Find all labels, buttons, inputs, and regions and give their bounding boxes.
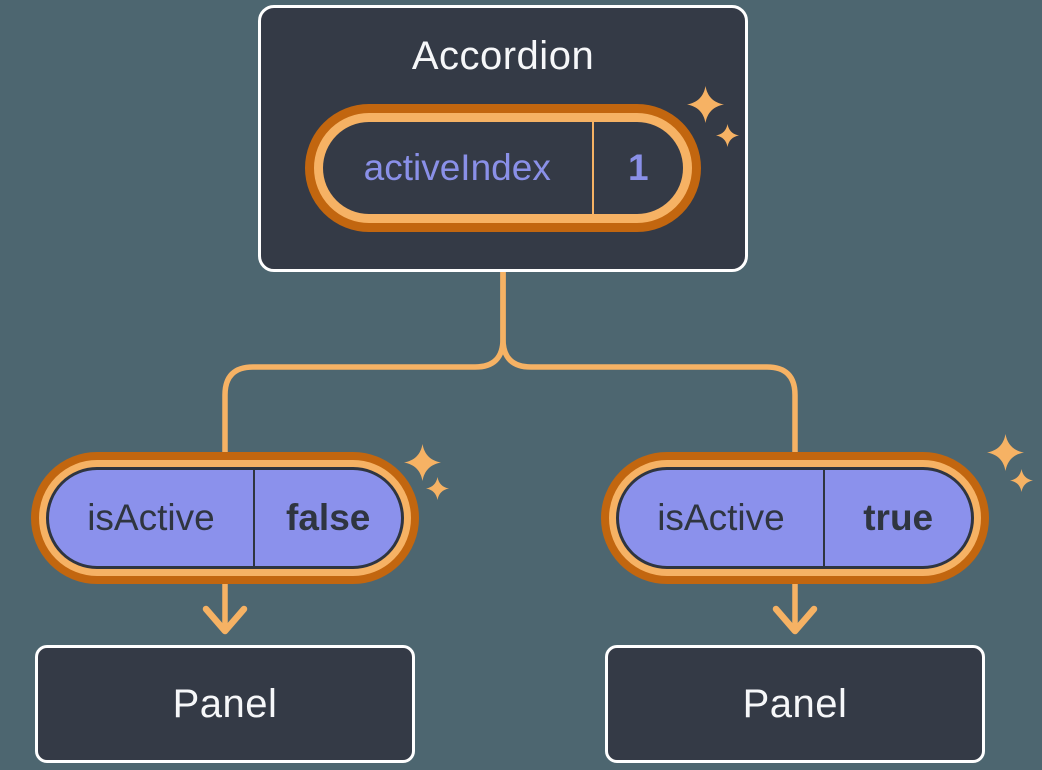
panel-box-right: Panel <box>605 645 985 763</box>
sparkle-icon <box>426 477 449 500</box>
state-pill: activeIndex 1 <box>305 104 701 232</box>
branch-right-line <box>500 268 798 459</box>
sparkle-icon <box>987 434 1024 471</box>
arrow-left-head <box>202 605 248 635</box>
state-value-label: 1 <box>627 147 649 188</box>
panel-box-left: Panel <box>35 645 415 763</box>
panel-title: Panel <box>172 682 278 726</box>
sparkle-icon <box>404 444 441 481</box>
prop-pill-isactive-false: isActive false <box>31 452 419 584</box>
arrow-right-head <box>772 605 818 635</box>
branch-left-line <box>222 268 506 459</box>
prop-name-label: isActive <box>657 497 785 538</box>
accordion-title: Accordion <box>411 34 595 78</box>
accordion-component-box: Accordion activeIndex 1 <box>258 5 748 272</box>
pill-divider <box>591 122 594 214</box>
sparkle-icon <box>1010 469 1033 492</box>
state-name-label: activeIndex <box>363 147 551 188</box>
sparkle-icon <box>716 124 739 147</box>
prop-value-label: false <box>286 497 371 538</box>
prop-value-label: true <box>863 497 934 538</box>
pill-divider <box>822 470 826 566</box>
prop-pill-body: isActive false <box>46 467 404 569</box>
panel-title: Panel <box>742 682 848 726</box>
prop-pill-isactive-true: isActive true <box>601 452 989 584</box>
state-pill-body: activeIndex 1 <box>323 122 683 214</box>
sparkle-icon <box>687 86 724 123</box>
prop-pill-body: isActive true <box>616 467 974 569</box>
pill-divider <box>252 470 256 566</box>
prop-name-label: isActive <box>87 497 215 538</box>
